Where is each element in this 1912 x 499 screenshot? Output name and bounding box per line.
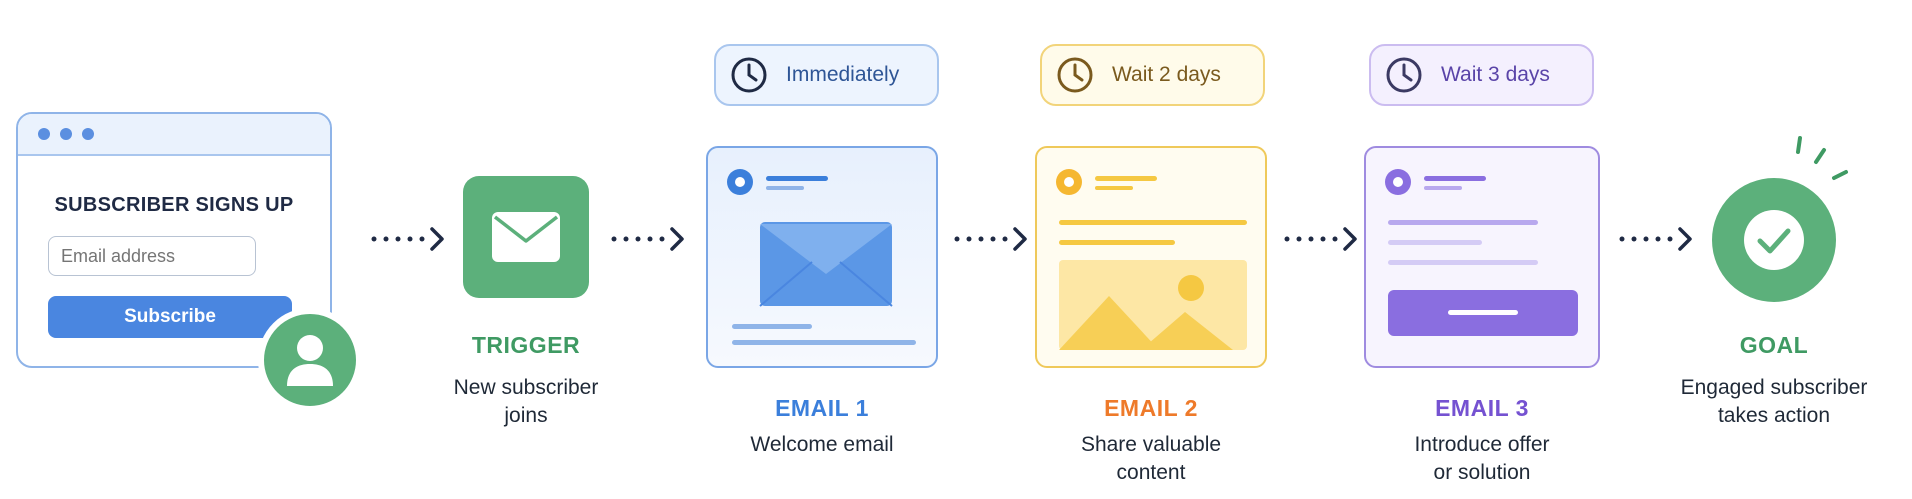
browser-title-bar (18, 114, 330, 156)
signup-form-window: SUBSCRIBER SIGNS UP Subscribe (16, 112, 332, 368)
goal-description-line2: takes action (1717, 404, 1831, 427)
email1-description-line1: Welcome email (750, 433, 894, 456)
email1-title: EMAIL 1 (775, 395, 869, 421)
window-dot-icon (82, 128, 94, 140)
timing-badge-email3: Wait 3 days (1369, 44, 1594, 106)
sparkle-icon (1796, 136, 1848, 180)
email2-description-line1: Share valuable (1080, 433, 1222, 456)
timing-badge-email1: Immediately (714, 44, 939, 106)
arrow-connector-icon (611, 227, 684, 251)
email3-description: Introduce offer or solution (1364, 431, 1600, 487)
email3-title: EMAIL 3 (1435, 395, 1529, 421)
email3-description-line1: Introduce offer (1414, 433, 1550, 456)
timing-label: Wait 3 days (1441, 63, 1550, 86)
window-dot-icon (38, 128, 50, 140)
goal-description-line1: Engaged subscriber (1680, 376, 1868, 399)
email3-description-line2: or solution (1433, 461, 1531, 484)
goal-check-icon (1712, 178, 1836, 302)
trigger-envelope-icon (463, 176, 589, 298)
clock-icon (731, 57, 767, 93)
window-dot-icon (60, 128, 72, 140)
email1-description: Welcome email (706, 431, 938, 459)
arrow-connector-icon (954, 227, 1027, 251)
timing-label: Wait 2 days (1112, 63, 1221, 86)
timing-badge-email2: Wait 2 days (1040, 44, 1265, 106)
email2-card (1035, 146, 1267, 368)
trigger-description-line1: New subscriber (453, 376, 599, 399)
subscriber-avatar-icon (258, 308, 362, 412)
trigger-description: New subscriber joins (420, 374, 632, 430)
clock-icon (1057, 57, 1093, 93)
timing-label: Immediately (786, 63, 900, 86)
arrow-connector-icon (1619, 227, 1692, 251)
clock-icon (1386, 57, 1422, 93)
trigger-description-line2: joins (504, 404, 548, 427)
email2-title: EMAIL 2 (1104, 395, 1198, 421)
signup-title: SUBSCRIBER SIGNS UP (54, 194, 294, 216)
email2-description: Share valuable content (1035, 431, 1267, 487)
email2-description-line2: content (1116, 461, 1186, 484)
goal-title: GOAL (1739, 332, 1809, 358)
subscribe-button[interactable]: Subscribe (48, 296, 292, 338)
email1-card (706, 146, 938, 368)
email-field[interactable] (48, 236, 256, 276)
trigger-title: TRIGGER (471, 332, 581, 358)
goal-description: Engaged subscriber takes action (1660, 374, 1888, 430)
arrow-connector-icon (371, 227, 444, 251)
email3-card (1364, 146, 1600, 368)
arrow-connector-icon (1284, 227, 1357, 251)
